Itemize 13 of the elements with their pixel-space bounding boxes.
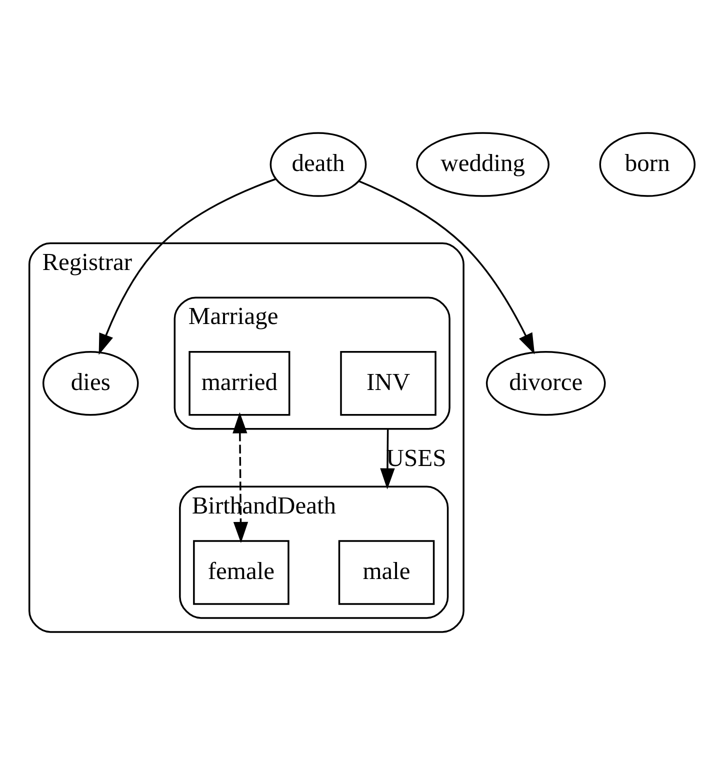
arrow <box>380 428 395 489</box>
arrow <box>358 180 535 354</box>
node-ellipse: death <box>270 132 367 196</box>
arrow <box>232 412 248 542</box>
arrow <box>98 178 276 354</box>
node-ellipse: divorce <box>486 350 606 416</box>
node-ellipse: dies <box>42 350 139 416</box>
node-box: INV <box>340 350 436 416</box>
node-box: female <box>193 540 290 604</box>
node-box: married <box>188 350 290 416</box>
node-ellipse: wedding <box>416 132 550 196</box>
node-ellipse: born <box>599 132 696 196</box>
node-box: male <box>338 540 435 604</box>
